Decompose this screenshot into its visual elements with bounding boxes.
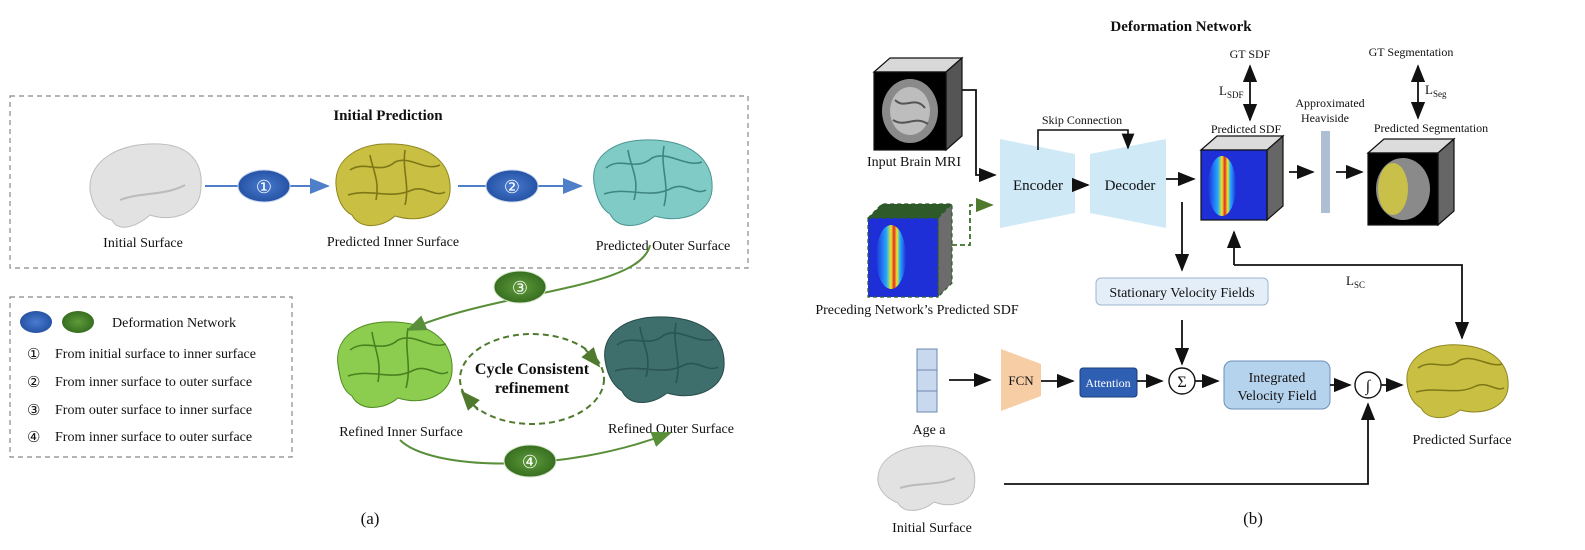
cycle-consistent-line1: Cycle Consistent <box>475 361 590 378</box>
initial-surface-brain <box>89 143 202 228</box>
predicted-segmentation-label: Predicted Segmentation <box>1374 121 1488 135</box>
integrated-line1: Integrated <box>1249 371 1306 386</box>
legend-box <box>9 296 293 458</box>
predicted-sdf-cube <box>1199 134 1285 222</box>
step1-number: ① <box>256 177 272 197</box>
integrated-line2: Velocity Field <box>1238 389 1317 404</box>
step4-number: ④ <box>522 452 538 472</box>
sum-symbol: Σ <box>1177 374 1186 391</box>
refined-outer-surface-label: Refined Outer Surface <box>608 422 734 437</box>
panel-a-caption: (a) <box>361 509 380 528</box>
initial-prediction-box <box>9 95 749 269</box>
input-mri-label: Input Brain MRI <box>867 155 961 170</box>
legend-item-1-num: ① <box>27 347 40 363</box>
predicted-inner-surface-label: Predicted Inner Surface <box>327 235 459 250</box>
encoder-label: Encoder <box>1013 178 1063 194</box>
integral-symbol: ∫ <box>1365 378 1372 396</box>
l-sc-label: LSC <box>1346 273 1365 290</box>
legend-deformation-network: Deformation Network <box>112 316 236 331</box>
fcn-label: FCN <box>1008 373 1034 388</box>
legend-item-2-text: From inner surface to outer surface <box>55 375 252 390</box>
initial-surface-bottom-label: Initial Surface <box>892 521 972 536</box>
legend-item-3-text: From outer surface to inner surface <box>55 403 252 418</box>
step4-ellipse <box>503 444 557 478</box>
predicted-segmentation-cube <box>1366 137 1456 227</box>
step3-number: ③ <box>512 278 528 298</box>
legend-item-2-num: ② <box>27 375 40 391</box>
skip-connection-label: Skip Connection <box>1042 113 1122 127</box>
panel-b: Deformation Network Input Brain MRI Prec… <box>815 19 1511 536</box>
initial-surface-label: Initial Surface <box>103 236 183 251</box>
initial-prediction-title: Initial Prediction <box>333 108 443 124</box>
legend-item-1-text: From initial surface to inner surface <box>55 347 256 362</box>
input-mri-cube <box>872 56 964 152</box>
svf-label: Stationary Velocity Fields <box>1109 286 1254 301</box>
legend-blue-ellipse <box>20 311 52 333</box>
legend-item-4-text: From inner surface to outer surface <box>55 430 252 445</box>
predicted-outer-surface-brain <box>593 139 713 226</box>
step2-number: ② <box>504 177 520 197</box>
preceding-sdf-label: Preceding Network’s Predicted SDF <box>815 303 1019 318</box>
approx-heaviside-line2: Heaviside <box>1301 111 1349 125</box>
cycle-consistent-line2: refinement <box>495 380 570 397</box>
svf-box <box>1095 277 1269 306</box>
l-seg-label: LSeg <box>1425 82 1447 99</box>
gt-segmentation-label: GT Segmentation <box>1369 45 1454 59</box>
decoder-label: Decoder <box>1105 178 1156 194</box>
predicted-surface-brain <box>1406 344 1509 419</box>
heaviside-bar <box>1321 131 1330 213</box>
legend-item-4-num: ④ <box>27 430 40 446</box>
predicted-inner-surface-brain <box>335 143 451 227</box>
initial-surface-bottom-brain <box>877 445 976 511</box>
legend-item-3-num: ③ <box>27 403 40 419</box>
legend-green-ellipse <box>62 311 94 333</box>
gt-sdf-label: GT SDF <box>1230 47 1271 61</box>
refined-inner-surface-label: Refined Inner Surface <box>339 425 463 440</box>
preceding-sdf-cube <box>866 202 954 299</box>
panel-a: Initial Prediction Initial Surface Predi… <box>9 95 749 528</box>
attention-label: Attention <box>1085 376 1130 390</box>
predicted-sdf-label: Predicted SDF <box>1211 122 1282 136</box>
panel-b-caption: (b) <box>1243 509 1263 528</box>
refined-outer-surface-brain <box>604 316 725 403</box>
refined-inner-surface-brain <box>337 321 453 408</box>
attention-block <box>1079 367 1138 398</box>
step3-ellipse <box>493 270 547 304</box>
approx-heaviside-line1: Approximated <box>1295 96 1364 110</box>
age-label: Age a <box>912 423 946 438</box>
predicted-surface-label: Predicted Surface <box>1412 433 1511 448</box>
l-sdf-label: LSDF <box>1219 83 1243 100</box>
step1-ellipse <box>237 169 291 203</box>
predicted-outer-surface-label: Predicted Outer Surface <box>596 239 731 254</box>
fcn-block <box>1001 349 1041 411</box>
deformation-network-title: Deformation Network <box>1110 19 1252 35</box>
encoder-block <box>1000 139 1075 228</box>
age-vector <box>916 348 938 413</box>
step2-ellipse <box>485 169 539 203</box>
decoder-block <box>1090 139 1166 228</box>
cycle-consistent-loop <box>459 333 605 425</box>
